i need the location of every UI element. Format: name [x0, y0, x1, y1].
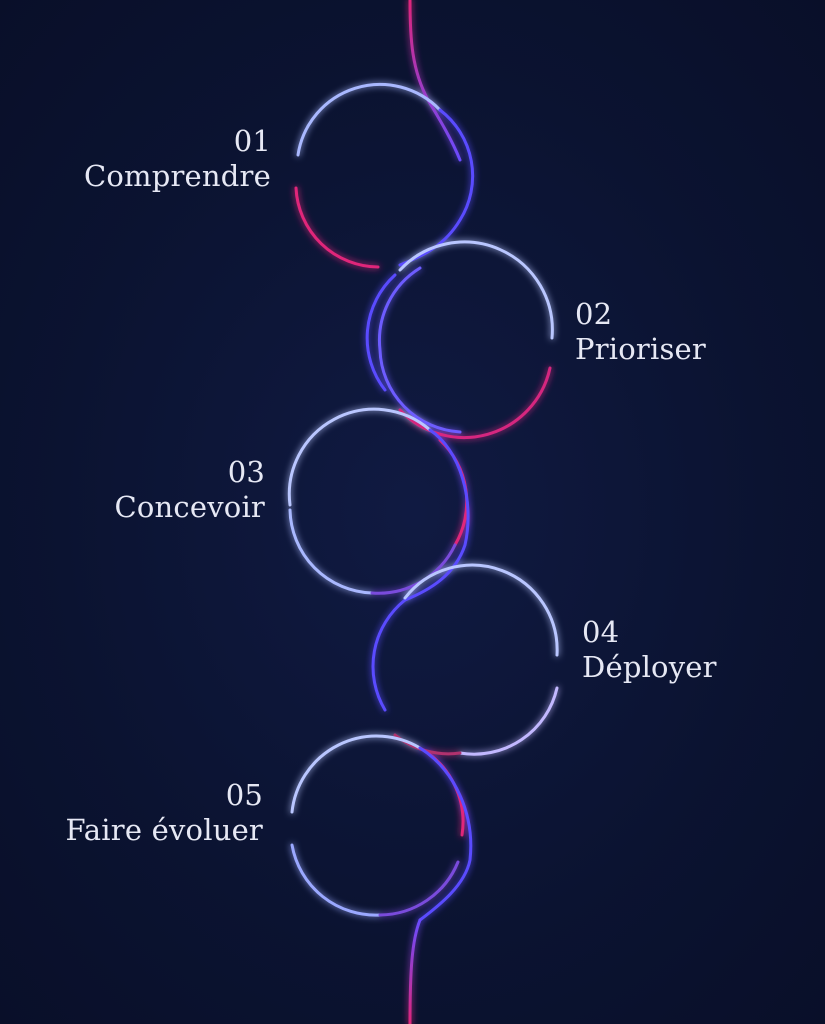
step-04-number: 04 [582, 615, 620, 649]
ring-03-arc-light [287, 407, 432, 507]
step-03-number: 03 [227, 455, 265, 489]
ring-03-outer-blue [403, 428, 470, 602]
ring-02-arc-pink [398, 366, 552, 440]
step-05-label: Faire évoluer [65, 812, 263, 847]
step-03: 03 Concevoir [114, 455, 265, 525]
step-05: 05 Faire évoluer [65, 778, 263, 848]
step-05-number: 05 [225, 778, 263, 812]
ring-05-arc-light [290, 734, 422, 814]
step-04: 04 Déployer [582, 615, 717, 685]
flow-line-top [408, 0, 462, 162]
step-02-number: 02 [575, 297, 613, 331]
ring-01-arc-light [296, 82, 442, 157]
ring-02-inner [377, 266, 462, 434]
step-03-label: Concevoir [114, 489, 265, 524]
step-01-number: 01 [233, 124, 271, 158]
step-01-label: Comprendre [83, 158, 271, 193]
ring-05-outer-blue [418, 746, 473, 922]
ring-03-arc-lower [288, 508, 374, 595]
ring-05-arc-lower [290, 843, 382, 917]
step-02-label: Prioriser [575, 331, 706, 366]
ring-04-arc-lower [458, 686, 559, 756]
ring-01-arc-pink [294, 186, 380, 269]
ring-04-arc-light [403, 563, 559, 657]
step-01: 01 Comprendre [84, 124, 271, 194]
step-02: 02 Prioriser [575, 297, 706, 367]
ring-02-arc-blue [365, 273, 397, 392]
step-04-label: Déployer [582, 649, 717, 684]
flow-line-bottom [408, 918, 422, 1024]
ring-02-arc-light [398, 240, 554, 340]
ring-04-arc-blue [371, 598, 407, 712]
ring-05-arc-violet [378, 860, 460, 917]
